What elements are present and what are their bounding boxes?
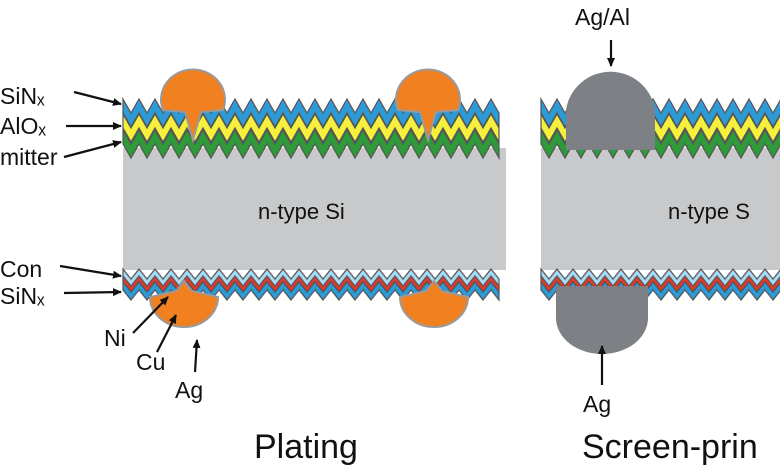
arrow-ag-left [192, 339, 201, 373]
screen-contact-bottom [556, 286, 648, 354]
label-ag-left: Ag [175, 377, 203, 403]
silicon-core [123, 148, 506, 270]
emitter-layer [122, 127, 500, 161]
arrow-emitter [63, 140, 122, 159]
arrow-ni [132, 296, 169, 334]
label-sinx-top: SiNₓ [0, 83, 45, 109]
pointer-arrows [59, 40, 615, 385]
plated-contact-bottom-2 [398, 279, 470, 328]
core-label-right: n-type S [668, 199, 750, 224]
title-screen-print: Screen-prin [582, 428, 758, 466]
label-ag-right: Ag [583, 391, 611, 417]
core-label-left: n-type Si [258, 199, 345, 224]
plated-contact-top-2 [395, 68, 461, 144]
title-plating: Plating [254, 428, 358, 466]
label-cu: Cu [136, 349, 165, 375]
label-con: Con [0, 256, 42, 282]
label-sinx-bottom: SiNₓ [0, 283, 45, 309]
screen-print-cell [540, 71, 780, 354]
arrow-sinx-bottom [63, 288, 122, 297]
screen-contact-top [566, 71, 655, 150]
plating-cell [122, 68, 506, 328]
arrow-cu [156, 314, 177, 353]
arrow-sinx-top [73, 90, 122, 106]
arrow-con [59, 264, 122, 279]
silicon-core [541, 148, 780, 270]
label-alox: AlOₓ [0, 113, 46, 139]
label-emitter: mitter [0, 144, 58, 170]
label-ag-al: Ag/Al [575, 4, 630, 30]
plated-contact-top-1 [160, 68, 226, 144]
label-ni: Ni [104, 325, 126, 351]
